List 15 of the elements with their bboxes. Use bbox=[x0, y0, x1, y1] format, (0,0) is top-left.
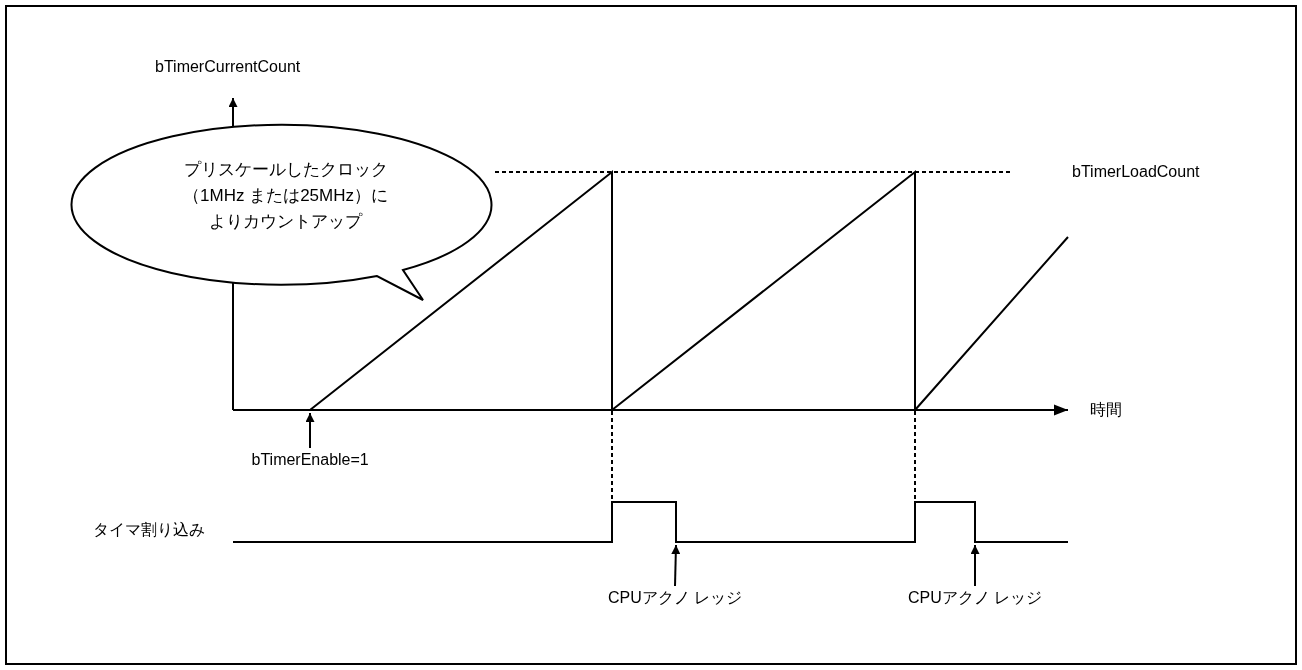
arrow bbox=[305, 412, 315, 449]
axis-label: 時間 bbox=[1090, 400, 1122, 420]
axis-label: bTimerCurrentCount bbox=[155, 57, 301, 77]
signal-label: タイマ割り込み bbox=[93, 520, 205, 540]
speech-bubble bbox=[73, 122, 495, 304]
arrow bbox=[671, 544, 681, 587]
arrow bbox=[970, 544, 980, 587]
annotation-text: CPUアクノ レッジ bbox=[608, 588, 743, 608]
annotation-text: bTimerEnable=1 bbox=[251, 450, 369, 470]
connector-line bbox=[914, 410, 916, 502]
callout-text: プリスケールしたクロック（1MHz または25MHz）によりカウントアップ bbox=[183, 159, 388, 233]
interrupt-waveform bbox=[232, 501, 1069, 543]
connector-line bbox=[611, 410, 613, 502]
level-label: bTimerLoadCount bbox=[1072, 162, 1200, 182]
annotation-text: CPUアクノ レッジ bbox=[908, 588, 1043, 608]
